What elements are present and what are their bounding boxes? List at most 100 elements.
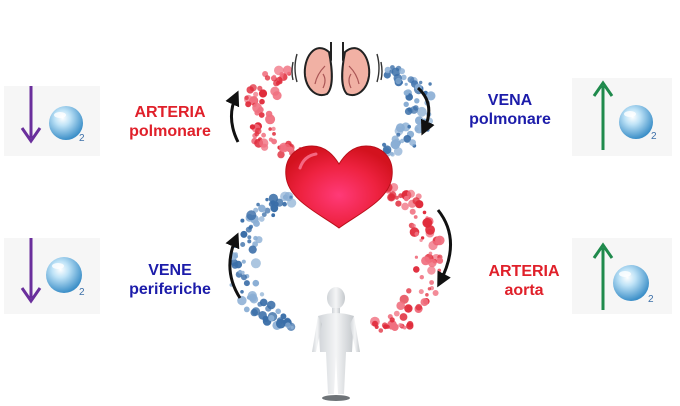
label-line: VENA: [487, 92, 533, 109]
blood-dot: [389, 322, 393, 327]
arrow-down-icon: [20, 86, 42, 144]
blood-dot: [419, 275, 424, 280]
blood-dot: [414, 255, 418, 259]
blood-dot: [280, 313, 287, 320]
label-line: ARTERIA: [134, 104, 206, 121]
arrow-up-icon: [592, 80, 614, 150]
blood-dot: [245, 226, 252, 233]
arrow-up-icon: [592, 242, 614, 310]
blood-dot: [395, 77, 402, 85]
blood-dot: [393, 147, 403, 156]
oxygen-bubble-icon: [46, 257, 82, 293]
blood-dot: [247, 235, 252, 240]
blood-dot: [409, 139, 416, 147]
label-line: ARTERIA: [488, 263, 560, 280]
blood-dot: [270, 204, 279, 213]
oxygen-bubble-icon: [619, 105, 653, 139]
blood-dot: [282, 201, 287, 207]
blood-dot: [381, 322, 388, 329]
blood-dot: [256, 202, 260, 207]
blood-dot: [271, 138, 277, 145]
blood-dot: [286, 198, 297, 208]
blood-dot: [249, 295, 259, 304]
blood-dot: [419, 238, 423, 242]
blood-dot: [404, 82, 408, 86]
blood-dot: [436, 257, 444, 264]
blood-dot: [415, 200, 424, 209]
blood-dot: [259, 98, 265, 105]
blood-dot: [265, 305, 272, 312]
blood-dot: [240, 230, 248, 238]
blood-dot: [413, 215, 418, 219]
blood-dot: [259, 292, 265, 297]
blood-dot: [240, 218, 245, 223]
blood-dot: [277, 150, 285, 159]
blood-dot: [258, 112, 265, 118]
blood-dot: [394, 126, 404, 136]
blood-dot: [425, 225, 435, 235]
blood-dot: [289, 195, 293, 200]
blood-dot: [275, 308, 282, 315]
blood-dot: [414, 231, 419, 237]
blood-dot: [390, 152, 395, 157]
blood-dot: [413, 266, 420, 273]
blood-dot: [238, 269, 242, 274]
blood-dot: [429, 280, 434, 285]
blood-dot: [428, 82, 432, 86]
curved-arrow-icon: [436, 209, 452, 288]
blood-dot: [426, 91, 436, 101]
blood-dot: [284, 317, 291, 324]
blood-dot: [264, 207, 271, 214]
blood-dot: [268, 315, 275, 322]
blood-dot: [404, 304, 413, 313]
blood-dot: [382, 142, 387, 147]
blood-dot: [401, 74, 407, 81]
blood-dot: [268, 127, 273, 131]
blood-dot: [258, 216, 265, 222]
blood-dot: [398, 68, 405, 75]
blood-dot: [240, 290, 244, 294]
blood-dot: [270, 75, 276, 81]
blood-dot: [245, 101, 252, 108]
blood-dot: [257, 85, 263, 91]
blood-dot: [420, 298, 429, 307]
blood-dot: [271, 126, 276, 131]
blood-dot: [282, 65, 293, 75]
blood-dot: [396, 301, 406, 311]
blood-dot: [374, 325, 379, 329]
oxygen-subscript: 2: [79, 287, 85, 298]
blood-dot: [419, 80, 423, 85]
blood-dot: [403, 195, 409, 202]
blood-dot: [402, 325, 407, 330]
blood-dot: [249, 124, 256, 130]
label-pulmonary-vein: VENA polmonare: [452, 91, 568, 129]
curved-arrow-icon: [416, 86, 435, 136]
blood-dot: [283, 195, 288, 200]
blood-dot: [411, 223, 416, 228]
blood-dot: [407, 124, 412, 129]
blood-dot: [425, 293, 429, 297]
blood-dot: [415, 303, 423, 311]
blood-dot: [290, 325, 294, 330]
blood-dot: [253, 91, 259, 97]
blood-dot: [241, 270, 245, 275]
blood-dot: [396, 132, 401, 137]
blood-dot: [261, 212, 267, 218]
blood-dot: [250, 258, 261, 269]
blood-dot: [403, 101, 409, 108]
blood-dot: [395, 200, 402, 207]
blood-dot: [255, 236, 263, 244]
blood-dot: [241, 259, 246, 264]
blood-dot: [437, 268, 442, 273]
label-line: polmonare: [469, 111, 551, 128]
blood-dot: [418, 289, 424, 295]
label-aorta: ARTERIA aorta: [466, 262, 582, 300]
blood-dot: [246, 86, 254, 94]
label-line: periferiche: [129, 281, 211, 298]
blood-dot: [432, 290, 439, 296]
label-line: VENE: [148, 262, 192, 279]
blood-dot: [378, 328, 384, 333]
blood-dot: [248, 245, 257, 254]
blood-dot: [427, 287, 432, 291]
